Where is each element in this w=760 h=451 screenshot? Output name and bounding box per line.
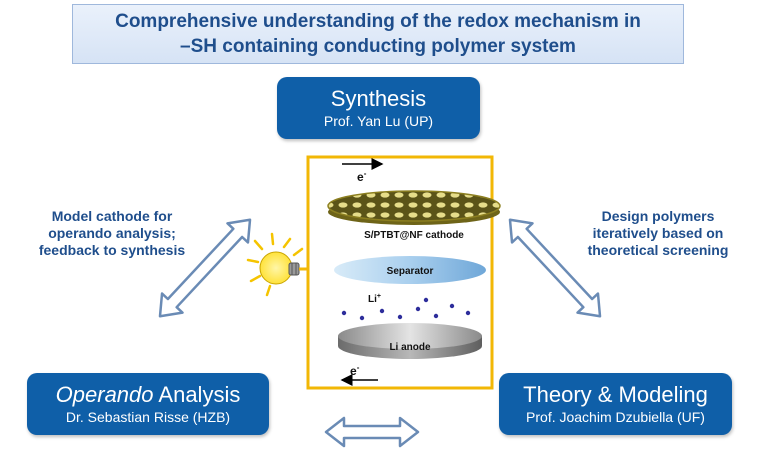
light-bulb-icon [246, 232, 308, 297]
theory-person: Prof. Joachim Dzubiella (UF) [526, 409, 705, 425]
anode-disc [338, 323, 482, 359]
double-arrow-icon [508, 218, 602, 318]
operando-person: Dr. Sebastian Risse (HZB) [65, 409, 231, 425]
title-line-1: Comprehensive understanding of the redox… [115, 11, 641, 32]
li-ion-dots [341, 297, 471, 321]
left-note-line: Model cathode for [51, 208, 173, 224]
theory-modeling-box: Theory & Modeling Prof. Joachim Dzubiell… [499, 373, 732, 435]
anode-label: Li anode [389, 342, 431, 353]
double-arrow-icon [324, 416, 420, 448]
synthesis-box: Synthesis Prof. Yan Lu (UP) [277, 77, 480, 139]
right-note-line: Design polymers [601, 208, 715, 224]
right-note-line: theoretical screening [587, 242, 729, 258]
left-note: Model cathode for operando analysis; fee… [12, 208, 212, 259]
cathode-label: S/PTBT@NF cathode [364, 230, 464, 241]
circuit-wire [306, 155, 494, 390]
theory-heading: Theory & Modeling [523, 382, 708, 407]
electron-label-bottom: e- [350, 363, 360, 378]
double-arrow-icon [158, 218, 252, 318]
right-note: Design polymers iteratively based on the… [566, 208, 750, 259]
synthesis-person: Prof. Yan Lu (UP) [323, 113, 434, 129]
right-note-line: iteratively based on [592, 225, 724, 241]
title-line-2: –SH containing conducting polymer system [180, 36, 576, 57]
electron-label-top: e- [357, 169, 367, 184]
operando-heading: Operando Analysis [55, 382, 241, 407]
title-box: Comprehensive understanding of the redox… [72, 4, 684, 64]
synthesis-heading: Synthesis [330, 86, 427, 111]
operando-analysis-box: Operando Analysis Dr. Sebastian Risse (H… [27, 373, 269, 435]
separator-disc [334, 256, 486, 284]
li-ion-label: Li+ [368, 293, 381, 305]
left-note-line: feedback to synthesis [38, 242, 186, 258]
left-note-line: operando analysis; [48, 225, 176, 241]
cathode-disc [327, 190, 501, 225]
separator-label: Separator [387, 266, 434, 277]
